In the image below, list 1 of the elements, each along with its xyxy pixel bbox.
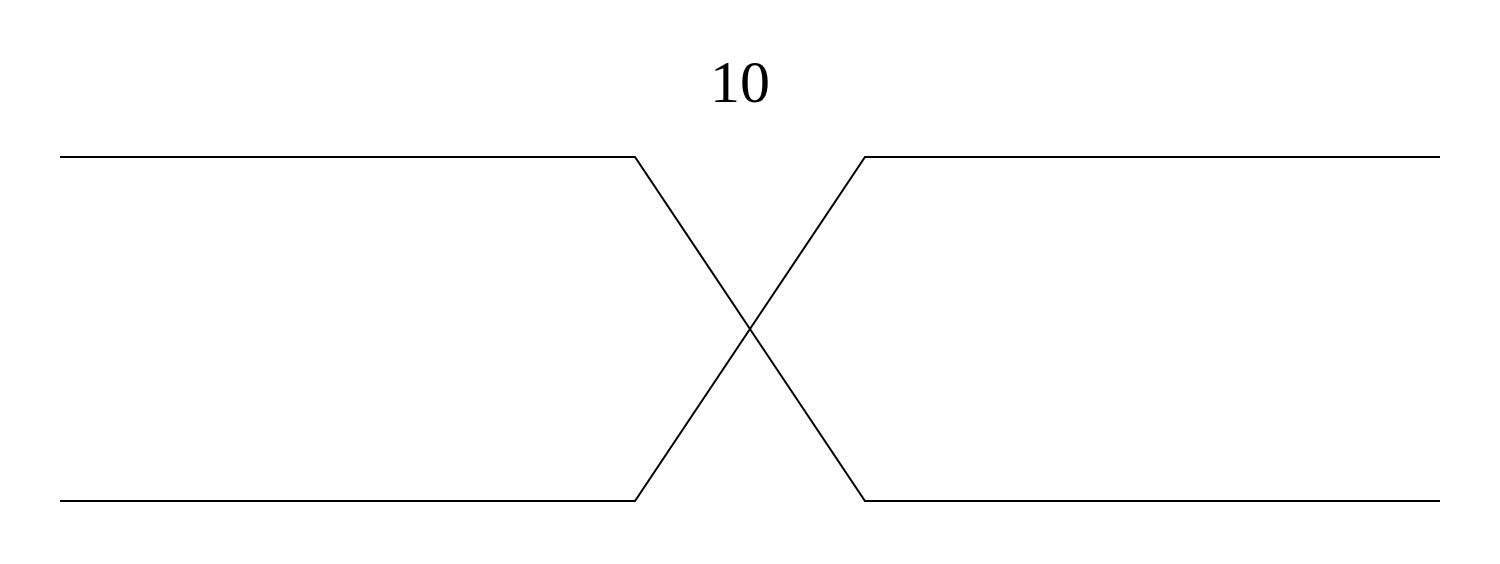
- bus-value-label: 10: [710, 52, 770, 112]
